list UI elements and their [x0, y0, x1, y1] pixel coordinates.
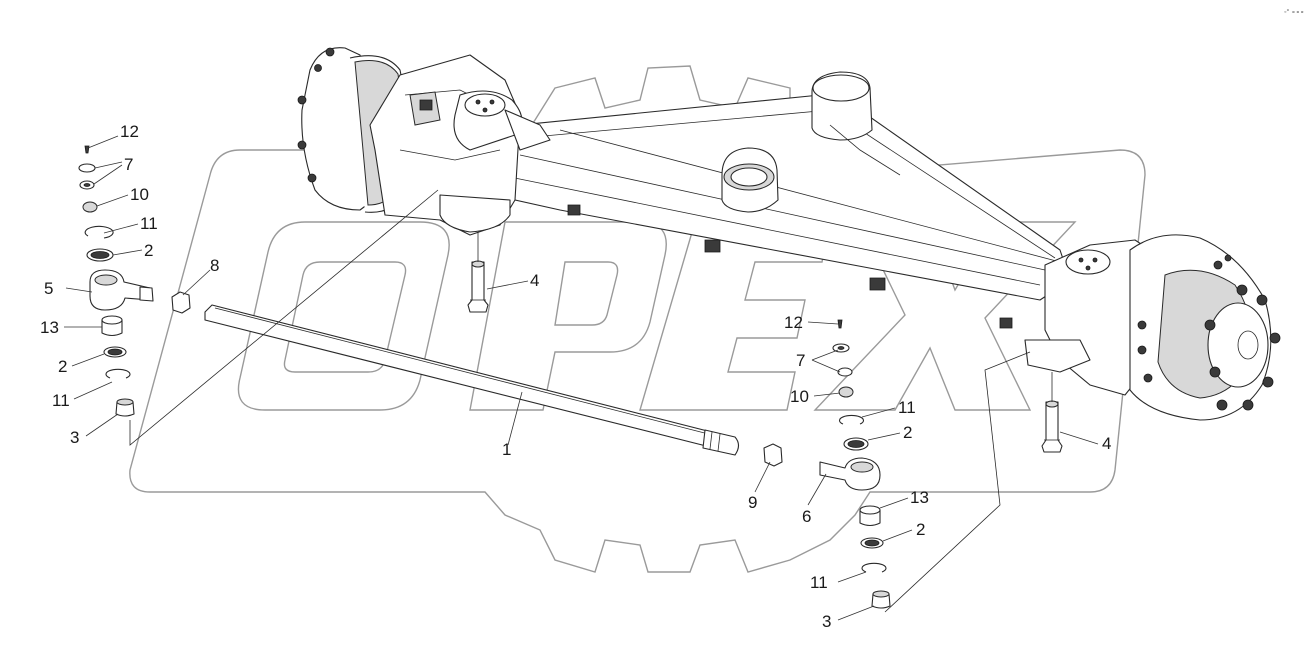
axle-housing	[469, 71, 1071, 329]
right-grease-nipple	[837, 319, 843, 329]
watermark-letter-o	[237, 221, 450, 411]
left-snap-ring-11-top	[84, 225, 114, 239]
right-snap-ring-11-bottom	[861, 562, 887, 573]
watermark-letter-x	[813, 221, 1077, 411]
callout-4-left: 4	[530, 271, 539, 290]
callout-11-left-top: 11	[140, 214, 158, 233]
callout-2-left-top: 2	[144, 241, 153, 260]
assembly-center-lines	[129, 189, 1053, 613]
clamp-nut-8	[171, 291, 191, 314]
callout-2-right-top: 2	[903, 423, 912, 442]
right-nut-10	[838, 386, 854, 398]
leader-lines	[64, 135, 1099, 621]
left-snap-ring-11-bottom	[105, 368, 131, 379]
callout-3-right: 3	[822, 612, 831, 631]
right-hub-assembly	[1024, 234, 1281, 421]
callout-10-right: 10	[790, 387, 809, 406]
left-lower-kingpin-boss	[439, 194, 511, 233]
left-grease-nipple	[84, 145, 90, 154]
callout-3-left: 3	[70, 428, 79, 447]
callout-labels: 12 7 10 11 2 8 5 13 2 11 3 4 1 12 7 10 1…	[40, 122, 1111, 631]
left-washer-7a	[78, 163, 96, 173]
corner-mark: ◦° ∘∘∘	[1284, 8, 1304, 16]
callout-13-left: 13	[40, 318, 59, 337]
callout-12-left: 12	[120, 122, 139, 141]
watermark-letter-e	[639, 221, 831, 411]
callout-2-right-bottom: 2	[916, 520, 925, 539]
left-king-pin	[467, 260, 489, 313]
callout-5: 5	[44, 279, 53, 298]
right-wheel-studs	[1137, 254, 1281, 411]
callout-11-right-top: 11	[898, 398, 916, 417]
callout-7-left: 7	[124, 155, 133, 174]
left-hub-assembly	[297, 47, 551, 236]
callout-8: 8	[210, 256, 219, 275]
callout-11-right-bottom: 11	[810, 573, 828, 592]
tie-rod-tube	[204, 304, 740, 456]
callout-1: 1	[502, 440, 511, 459]
callout-7-right: 7	[796, 351, 805, 370]
right-lower-kingpin-boss	[1024, 339, 1091, 373]
right-washer-7b	[837, 367, 853, 377]
callout-4-right: 4	[1102, 434, 1111, 453]
callout-11-left-bottom: 11	[52, 391, 70, 410]
right-tie-rod-end-6	[819, 457, 881, 491]
callout-13-right: 13	[910, 488, 929, 507]
right-snap-ring-11-top	[838, 414, 865, 425]
callout-2-left-bottom: 2	[58, 357, 67, 376]
callout-9: 9	[748, 493, 757, 512]
right-king-pin	[1041, 400, 1063, 453]
right-tie-rod-parts	[819, 319, 891, 609]
callout-10-left: 10	[130, 185, 149, 204]
clamp-nut-9	[763, 443, 783, 467]
left-nut-10	[82, 201, 98, 213]
left-wheel-studs	[297, 47, 335, 183]
callout-6: 6	[802, 507, 811, 526]
callout-12-right: 12	[784, 313, 803, 332]
